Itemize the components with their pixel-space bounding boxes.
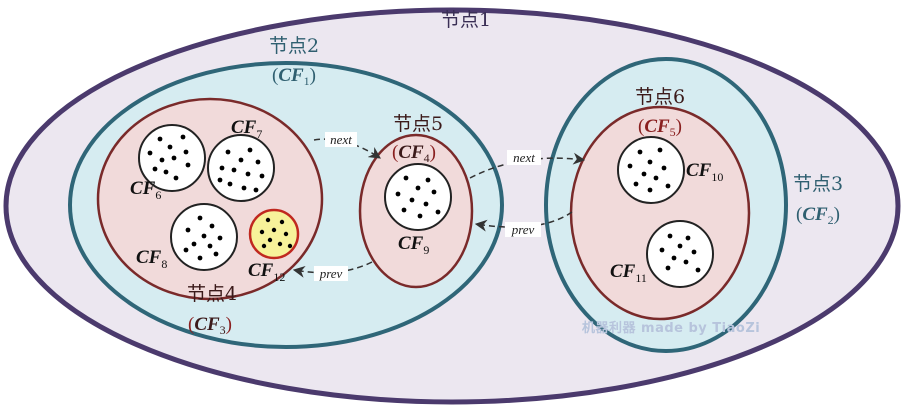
cf11-circle — [646, 220, 714, 288]
node1-label: 节点1 — [441, 9, 491, 31]
node3-label: 节点3 — [793, 173, 843, 195]
cf10-cluster — [617, 136, 685, 204]
cf3-label: (CF3) — [188, 314, 232, 337]
cf12-label: CF12 — [248, 260, 285, 284]
cf5-label: (CF5) — [638, 116, 682, 139]
cf7-label: CF7 — [231, 117, 262, 141]
cf8-label: CF8 — [136, 247, 167, 271]
prev-label-bg — [314, 266, 348, 281]
cf7-circle — [207, 134, 275, 202]
next-label-left: next — [330, 132, 352, 147]
cf9-circle — [384, 163, 452, 231]
dot-cluster-icon — [259, 217, 293, 249]
prev-label-right: prev — [511, 222, 535, 237]
prev-label-left: prev — [319, 266, 343, 281]
cf10-label: CF10 — [686, 160, 723, 184]
cf1-label: (CF1) — [272, 65, 316, 88]
cf8-cluster — [170, 203, 238, 271]
node2-label: 节点2 — [269, 35, 319, 57]
dot-cluster-icon — [147, 134, 191, 181]
node4-label: 节点4 — [187, 283, 237, 305]
dot-cluster-icon — [217, 147, 265, 193]
cf6-label: CF6 — [130, 178, 161, 202]
cf2-label: (CF2) — [796, 204, 840, 227]
cf11-cluster — [646, 220, 714, 288]
dot-cluster-icon — [183, 215, 223, 261]
cf12-cluster-highlighted — [248, 208, 300, 260]
dot-cluster-icon — [659, 233, 701, 273]
node5-label: 节点5 — [393, 113, 443, 135]
prev-label-bg-right — [505, 222, 541, 237]
cf7-cluster — [207, 134, 275, 202]
cf12-circle — [248, 208, 300, 260]
next-label-bg — [325, 132, 357, 147]
prev-arrow-node5-to-node4 — [292, 261, 373, 278]
dot-cluster-icon — [395, 175, 441, 219]
cf9-label: CF9 — [398, 233, 429, 257]
node6-label: 节点6 — [635, 86, 685, 108]
cf6-cluster — [138, 124, 206, 192]
next-label-right: next — [513, 150, 535, 165]
cf4-label: (CF4) — [392, 142, 436, 165]
cf10-circle — [617, 136, 685, 204]
dot-cluster-icon — [627, 147, 671, 193]
watermark: 机器利器 made by TiaoZi — [582, 320, 760, 336]
cf9-cluster — [384, 163, 452, 231]
cf11-label: CF11 — [610, 261, 647, 285]
next-arrow-node5-to-node6 — [469, 152, 586, 179]
next-label-bg-right — [507, 150, 541, 165]
